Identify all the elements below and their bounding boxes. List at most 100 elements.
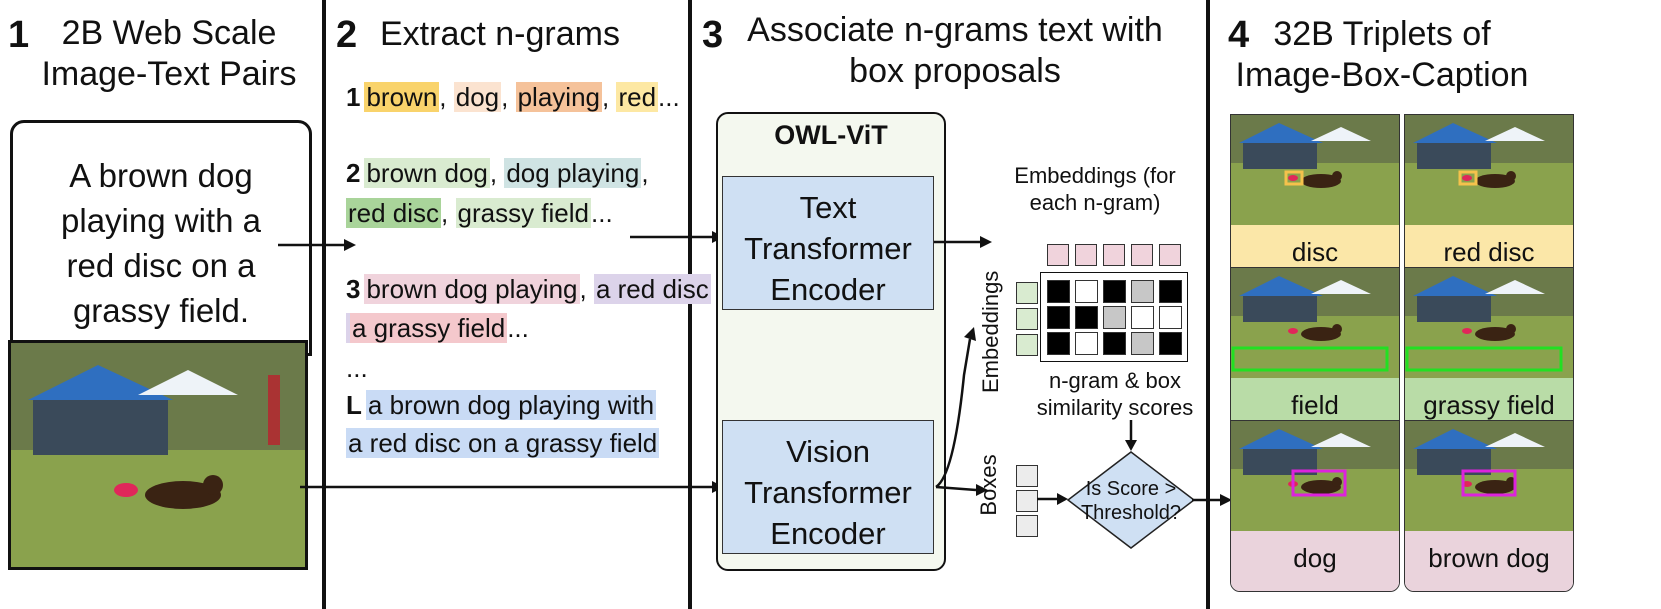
ngram-ellipsis: ... — [591, 198, 613, 228]
ngram-row-2b: red disc, grassy field... — [346, 198, 613, 228]
triplet-box — [1461, 469, 1517, 497]
triplet-image — [1231, 115, 1399, 225]
triplet-box — [1405, 346, 1563, 372]
divider-2 — [688, 0, 692, 609]
similarity-cell — [1075, 332, 1098, 355]
similarity-cell — [1047, 280, 1070, 303]
ngram-chip: a grassy field — [350, 313, 508, 343]
photo-to-vision-arrow — [300, 481, 724, 493]
ngram-ellipsis: ... — [658, 82, 680, 112]
triplet-image — [1231, 421, 1399, 531]
ngram-chip: red — [616, 82, 659, 112]
decision-text: Is Score > Threshold? — [1080, 478, 1182, 524]
step-4-title: 32B Triplets of Image-Box-Caption — [1235, 15, 1529, 94]
step-1-title: 2B Web Scale Image-Text Pairs — [41, 14, 297, 93]
triplet-thumbnail: field — [1230, 267, 1400, 439]
ngram-row-label: 1 — [346, 82, 361, 112]
ngram-ellipsis-row: ... — [346, 353, 368, 383]
step-3-number: 3 — [702, 14, 724, 56]
triplet-image — [1405, 115, 1573, 225]
similarity-matrix — [1040, 272, 1188, 362]
similarity-cell — [1131, 332, 1154, 355]
step-2-number: 2 — [336, 14, 358, 56]
vision-arrows — [935, 327, 988, 496]
ngram-chip: a red disc — [593, 274, 711, 304]
triplet-box — [1284, 170, 1304, 186]
box-proposal-square — [1016, 490, 1038, 512]
triplet-caption: dog — [1231, 531, 1399, 591]
example-caption: A brown dog playing with a red disc on a… — [61, 157, 261, 329]
box-proposal-square — [1016, 465, 1038, 487]
ngram-chip: brown — [364, 82, 440, 112]
box-embedding-square — [1016, 308, 1038, 330]
ngram-chip: a brown dog playing with — [365, 390, 657, 420]
ngrams-to-text-arrow — [630, 231, 724, 243]
ngram-ellipsis: ... — [507, 313, 529, 343]
triplet-caption: brown dog — [1405, 531, 1573, 591]
decision-diamond — [1066, 451, 1196, 549]
ngram-embedding-square — [1103, 244, 1125, 266]
ngram-row-3b: ​a grassy field... — [346, 313, 529, 344]
box-proposal-square — [1016, 515, 1038, 537]
vision-encoder: Vision Transformer Encoder — [722, 420, 934, 554]
divider-3 — [1206, 0, 1210, 609]
ngram-chip: brown dog — [364, 158, 490, 188]
similarity-cell — [1131, 306, 1154, 329]
triplet-thumbnail: red disc — [1404, 114, 1574, 286]
ngram-chip: brown dog playing — [364, 274, 580, 304]
similarity-cell — [1103, 280, 1126, 303]
ngram-chip: a red disc on a grassy field — [346, 428, 660, 458]
text-encoder: Text Transformer Encoder — [722, 176, 934, 310]
ngram-row-label: 2 — [346, 158, 361, 188]
ngram-embedding-square — [1131, 244, 1153, 266]
ngram-chip: grassy field — [455, 198, 591, 228]
decision-to-triplets-arrow — [1192, 494, 1232, 506]
step-2-title: Extract n-grams — [380, 15, 620, 53]
owl-vit-label: OWL-ViT — [774, 120, 888, 150]
ngram-embedding-square — [1075, 244, 1097, 266]
ngram-row-L-b: a red disc on a grassy field — [346, 428, 660, 459]
similarity-cell — [1075, 280, 1098, 303]
ngram-chip: red disc — [346, 198, 442, 228]
similarity-cell — [1131, 280, 1154, 303]
caption-to-ngrams-arrow — [278, 239, 356, 251]
divider-1 — [322, 0, 326, 609]
ngram-chip: dog — [453, 82, 502, 112]
example-photo — [8, 340, 308, 570]
similarity-cell — [1075, 306, 1098, 329]
example-caption-box: A brown dog playing with a red disc on a… — [10, 120, 312, 356]
scores-to-decision-arrow — [1125, 420, 1137, 451]
similarity-cell — [1159, 306, 1182, 329]
similarity-cell — [1047, 332, 1070, 355]
similarity-cell — [1103, 332, 1126, 355]
triplet-thumbnail: dog — [1230, 420, 1400, 592]
ngram-embedding-square — [1159, 244, 1181, 266]
embeddings-title: Embeddings (for each n-gram) — [1014, 163, 1176, 215]
boxes-to-decision-arrow — [1037, 493, 1068, 505]
triplet-thumbnail: disc — [1230, 114, 1400, 286]
triplet-image — [1231, 268, 1399, 378]
text-to-embeddings-arrow — [934, 236, 992, 248]
similarity-cell — [1159, 332, 1182, 355]
embeddings-side-label: Embeddings — [978, 270, 1003, 393]
ngram-chip: dog playing — [504, 158, 642, 188]
box-embedding-square — [1016, 282, 1038, 304]
scores-caption: n-gram & box similarity scores — [1036, 368, 1194, 420]
triplet-box — [1231, 346, 1389, 372]
step-3-title: Associate n-grams text with box proposal… — [747, 11, 1163, 90]
triplet-thumbnail: grassy field — [1404, 267, 1574, 439]
ngram-row-label: 3 — [346, 274, 361, 304]
similarity-cell — [1047, 306, 1070, 329]
triplet-image — [1405, 421, 1573, 531]
triplet-image — [1405, 268, 1573, 378]
triplet-box — [1291, 469, 1347, 497]
ngram-embedding-square — [1047, 244, 1069, 266]
boxes-side-label-text: Boxes — [976, 454, 1001, 516]
similarity-cell — [1103, 306, 1126, 329]
step-4-number: 4 — [1228, 14, 1250, 56]
ngram-chip: playing — [515, 82, 602, 112]
